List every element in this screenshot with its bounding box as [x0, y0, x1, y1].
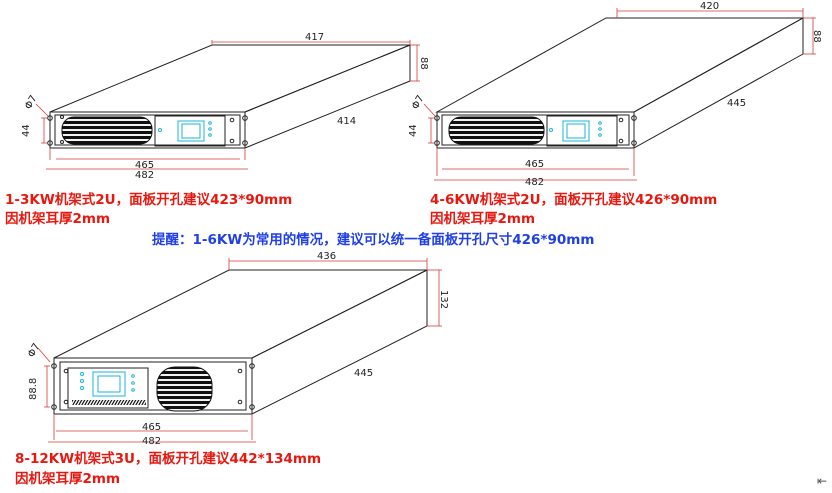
unit-a-vent-grille — [61, 116, 153, 145]
unit-c-slot-vent — [72, 400, 146, 405]
unit-a-lcd-inner — [181, 123, 201, 139]
dim-c-side-depth: 445 — [354, 368, 373, 379]
dim-b-overall-width: 482 — [525, 177, 544, 188]
dim-a-top-depth: 417 — [305, 32, 324, 43]
unit-a-drawing — [47, 44, 411, 149]
unit-a-side-face — [244, 44, 411, 149]
unit-a-caption: 1-3KW机架式2U，面板开孔建议423*90mm — [5, 192, 293, 208]
unit-c-lcd-screen — [92, 371, 126, 397]
unit-b-top-face — [435, 17, 805, 113]
reminder-note: 提醒：1-6KW为常用的情况，建议可以统一备面板开孔尺寸426*90mm — [152, 232, 595, 248]
cursor-icon: ⇤ — [817, 474, 828, 488]
unit-a-display-frame — [154, 115, 226, 147]
unit-a-dimension-text: 417 414 88 Φ7 44 465 482 — [21, 32, 429, 181]
unit-c-display-frame — [67, 367, 149, 409]
unit-b-dimension-text: 420 445 88 Φ7 44 465 482 — [408, 1, 822, 188]
unit-a-ear-note: 因机架耳厚2mm — [5, 211, 111, 227]
unit-c-dimension-lines — [37, 258, 442, 443]
dim-a-ear-spacing: 44 — [21, 124, 32, 137]
unit-c-vent-grille — [156, 366, 213, 412]
unit-b-front-panel — [436, 111, 635, 149]
unit-a-dimension-lines — [35, 40, 420, 170]
dim-a-height: 88 — [418, 57, 429, 70]
unit-b-drawing — [434, 17, 805, 149]
unit-c-top-face — [53, 269, 428, 359]
unit-a-panel-inner — [54, 114, 241, 146]
unit-a-rack-hole — [47, 115, 53, 121]
unit-c-ear-note: 因机架耳厚2mm — [15, 471, 121, 487]
dim-c-hole: Φ7 — [26, 342, 43, 360]
dim-b-top-depth: 420 — [700, 1, 719, 12]
dim-b-height: 88 — [811, 30, 822, 43]
unit-c-caption: 8-12KW机架式3U，面板开孔建议442*134mm — [15, 451, 322, 467]
dim-a-overall-width: 482 — [135, 170, 154, 181]
unit-b-side-face — [633, 17, 804, 149]
unit-b-vent-grille — [448, 116, 545, 145]
unit-b-rack-hole — [434, 115, 440, 121]
dim-b-side-depth: 445 — [727, 98, 746, 109]
dim-c-ear-spacing: 88.8 — [28, 378, 39, 400]
unit-a-top-face — [49, 44, 411, 113]
unit-c-drawing — [51, 269, 428, 415]
unit-c-rack-hole — [51, 363, 57, 369]
unit-b-ear-note: 因机架耳厚2mm — [430, 211, 536, 227]
unit-a-lcd-screen — [177, 120, 205, 142]
dim-c-body-width: 465 — [142, 422, 161, 433]
unit-b-display-frame — [546, 115, 618, 147]
unit-c-front-panel — [53, 357, 253, 415]
unit-b-dimension-lines — [423, 8, 816, 181]
dim-a-hole: Φ7 — [23, 94, 40, 112]
dim-b-hole: Φ7 — [410, 94, 427, 112]
unit-b-caption: 4-6KW机架式2U，面板开孔建议426*90mm — [430, 192, 718, 208]
dim-a-side-depth: 414 — [337, 116, 356, 127]
dim-c-height: 132 — [438, 290, 449, 309]
dim-c-overall-width: 482 — [142, 436, 161, 447]
dim-c-top-depth: 436 — [317, 251, 336, 262]
unit-c-dimension-text: 436 445 132 Φ7 88.8 465 482 — [26, 251, 449, 447]
dim-a-body-width: 465 — [135, 160, 154, 171]
unit-c-side-face — [251, 269, 428, 415]
unit-a-indicator — [158, 128, 162, 132]
dim-b-ear-spacing: 44 — [408, 124, 419, 137]
unit-a-front-panel — [49, 111, 246, 149]
dim-b-body-width: 465 — [525, 159, 544, 170]
unit-b-lcd-screen — [562, 120, 590, 142]
